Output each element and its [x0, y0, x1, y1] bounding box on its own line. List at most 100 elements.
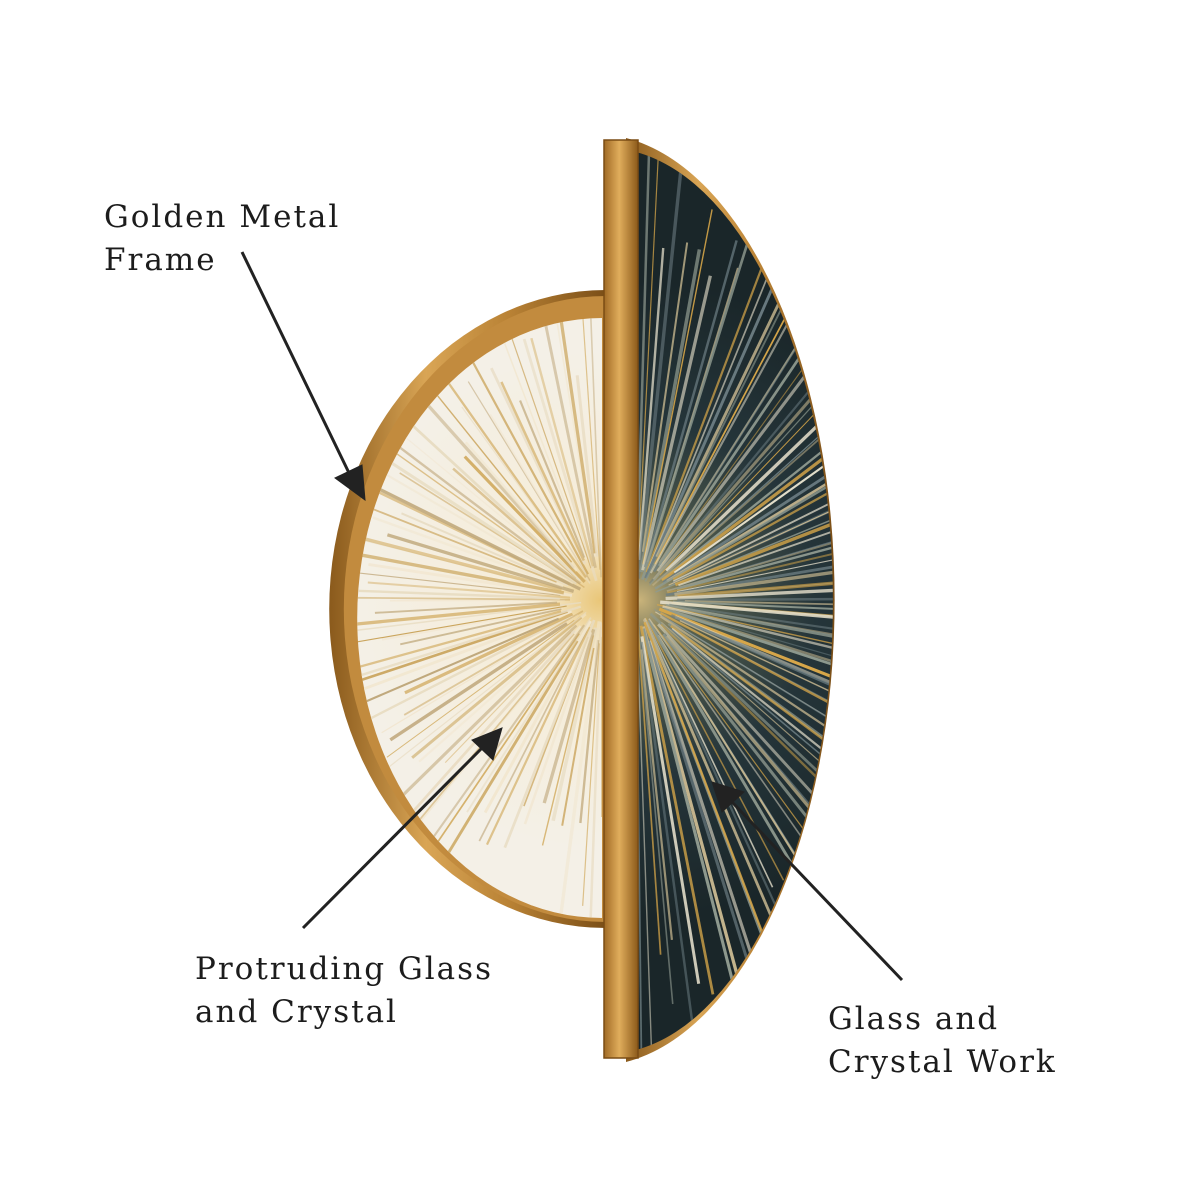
ray: [636, 624, 662, 955]
ray: [357, 562, 561, 596]
ray: [668, 627, 833, 917]
ray: [674, 457, 833, 587]
ray: [640, 641, 702, 1050]
ray: [489, 413, 588, 575]
ray: [668, 603, 833, 679]
ray: [678, 481, 833, 587]
ray: [643, 621, 778, 972]
ray: [674, 610, 833, 721]
ray: [464, 441, 578, 572]
ray: [656, 603, 833, 695]
ray: [662, 605, 833, 707]
ray: [659, 611, 833, 809]
ray: [581, 318, 601, 570]
ray: [542, 628, 596, 804]
callout-protruding: Protruding Glass and Crystal: [195, 948, 493, 1034]
ray: [657, 190, 833, 567]
ray: [430, 624, 586, 841]
ray: [357, 524, 563, 592]
arrow-icon: [301, 727, 503, 930]
ray: [374, 601, 558, 614]
ray: [368, 563, 573, 597]
ray: [654, 154, 833, 565]
ray: [444, 631, 572, 763]
ray: [582, 643, 600, 906]
ray: [676, 488, 833, 591]
ray: [378, 440, 585, 589]
ray: [644, 620, 795, 945]
ray: [651, 361, 833, 587]
ray: [406, 381, 575, 570]
gold-frame-bar: [604, 140, 638, 1058]
ray: [672, 348, 833, 581]
ray: [648, 302, 833, 585]
ray: [389, 621, 568, 742]
ray: [554, 621, 601, 918]
ray: [659, 615, 833, 892]
ray: [658, 607, 833, 716]
ray: [424, 640, 579, 892]
ray: [663, 607, 833, 734]
callout-frame-line1: Golden Metal: [104, 199, 341, 235]
callout-protruding-line2: and Crystal: [195, 994, 398, 1030]
ray: [636, 623, 654, 1050]
ray: [640, 649, 674, 941]
ray: [519, 400, 586, 558]
ray: [357, 535, 565, 595]
callout-frame: Golden Metal Frame: [104, 196, 340, 282]
ray: [670, 614, 833, 733]
ray: [478, 629, 588, 842]
ray: [639, 625, 715, 995]
ray: [665, 537, 833, 597]
ray: [403, 416, 582, 582]
ray: [637, 624, 674, 1005]
ray: [639, 249, 702, 573]
ray: [643, 240, 738, 568]
ray: [676, 493, 833, 593]
callout-work-line2: Crystal Work: [828, 1044, 1057, 1080]
ray: [661, 391, 833, 582]
ray: [658, 152, 833, 564]
ray: [673, 315, 833, 574]
ray: [660, 600, 833, 638]
ray: [655, 152, 833, 558]
ray: [541, 635, 595, 846]
ray: [357, 610, 568, 716]
ray: [500, 381, 585, 562]
ray: [357, 588, 560, 600]
ray: [588, 622, 602, 918]
ray: [672, 454, 833, 583]
ray: [357, 602, 561, 626]
ray: [636, 152, 653, 578]
ray: [641, 242, 689, 552]
ray: [644, 249, 791, 579]
ray: [503, 619, 596, 849]
ray: [646, 619, 798, 873]
ray: [660, 623, 833, 901]
ray: [657, 634, 833, 1006]
ray: [674, 523, 833, 597]
ray: [551, 627, 598, 822]
ray: [561, 647, 595, 826]
ray: [684, 600, 833, 612]
ray: [575, 375, 599, 557]
ray: [654, 310, 833, 590]
ray: [381, 613, 579, 734]
ray: [652, 305, 833, 581]
callout-frame-line2: Frame: [104, 242, 217, 278]
ray: [374, 427, 581, 585]
ray: [439, 370, 587, 579]
ray: [642, 209, 713, 565]
arrow-icon: [711, 781, 904, 982]
ray: [386, 619, 575, 758]
ray: [666, 475, 833, 592]
ray: [636, 152, 696, 579]
ray: [404, 612, 574, 695]
ray: [661, 343, 833, 581]
ray: [403, 610, 584, 716]
ray: [662, 357, 833, 584]
ray: [357, 596, 570, 601]
ray: [411, 616, 583, 759]
ray: [357, 402, 578, 585]
